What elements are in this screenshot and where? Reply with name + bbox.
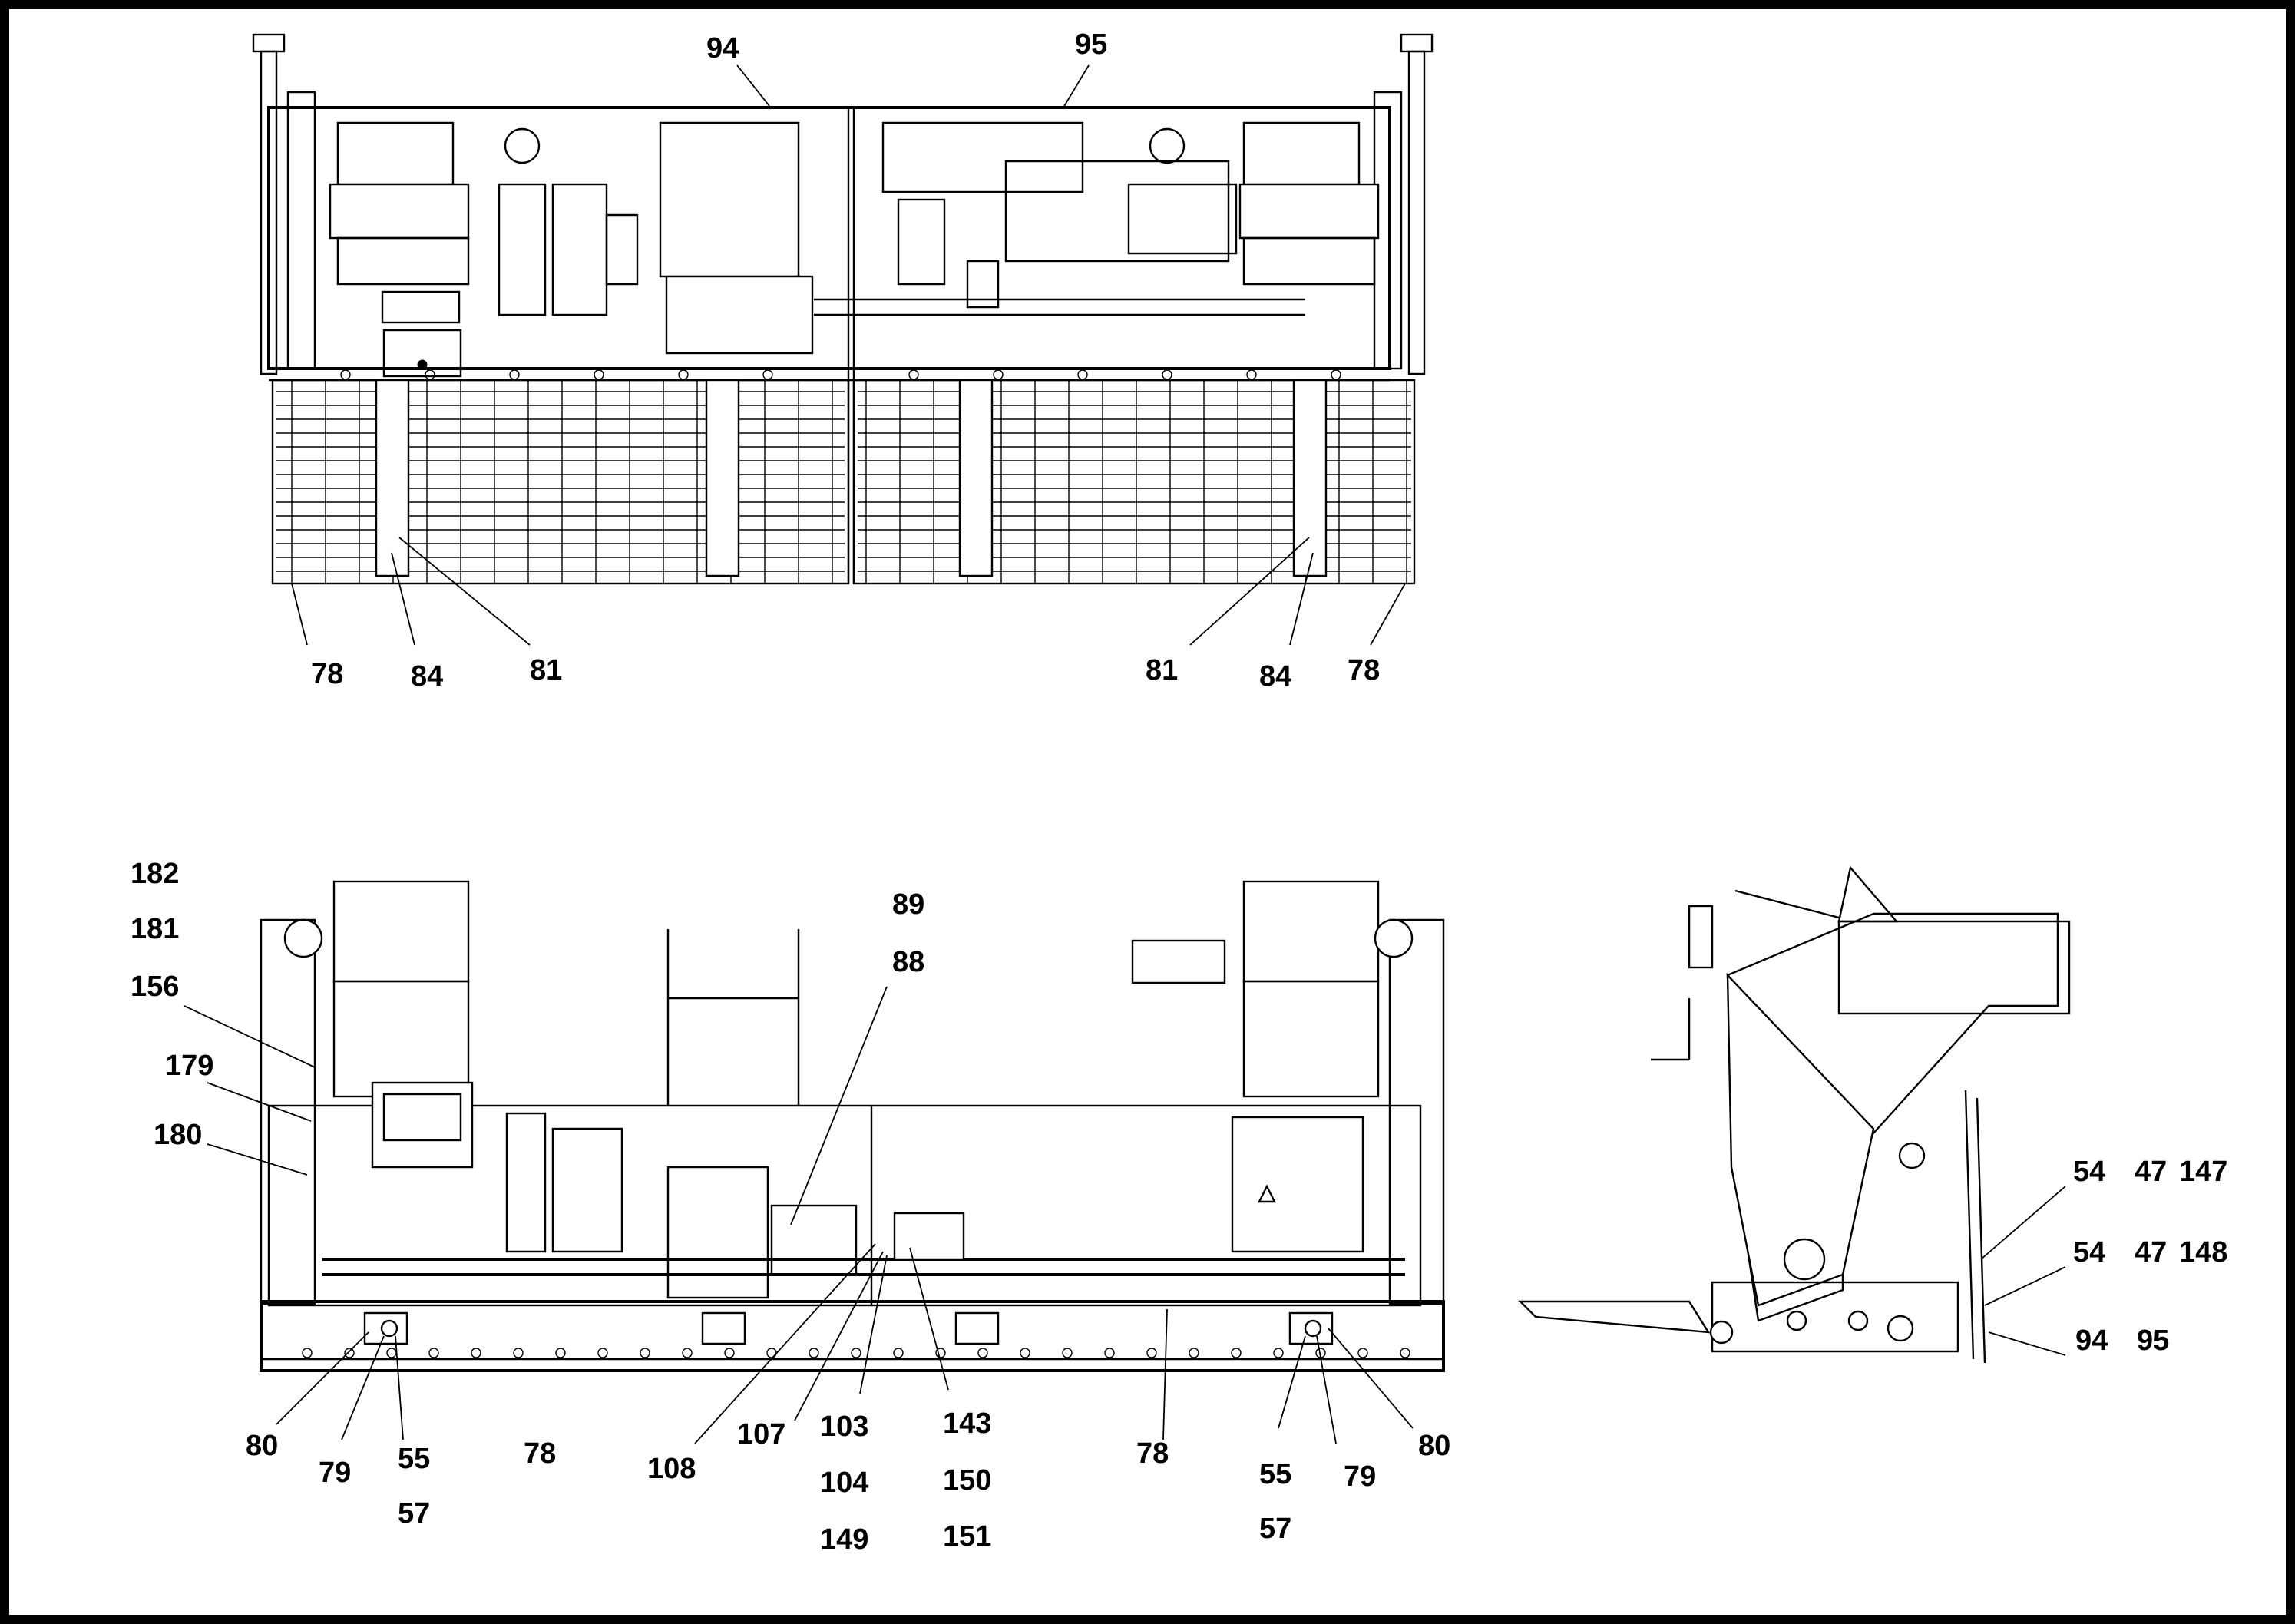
callout-182: 182: [131, 858, 179, 890]
bolt-head: [809, 1348, 819, 1358]
bolt-head: [977, 1348, 988, 1358]
callout-84-top-left: 84: [411, 660, 443, 693]
bolt-head: [513, 1348, 524, 1358]
bolt-head: [893, 1348, 904, 1358]
callout-84-top-right: 84: [1259, 660, 1291, 693]
callout-148: 148: [2179, 1236, 2227, 1268]
callout-94-side: 94: [2075, 1325, 2108, 1357]
bolt-head: [344, 1348, 355, 1358]
bolt-head: [1020, 1348, 1030, 1358]
bolt-head: [1189, 1348, 1199, 1358]
bolt-head: [1273, 1348, 1284, 1358]
callout-80-left: 80: [246, 1430, 278, 1462]
callout-47-b: 47: [2135, 1236, 2167, 1268]
callout-151: 151: [943, 1520, 991, 1553]
bolt-head: [935, 1348, 946, 1358]
front-view: [260, 880, 1445, 1372]
callout-147: 147: [2179, 1156, 2227, 1188]
callout-181: 181: [131, 913, 179, 945]
callout-79-left: 79: [319, 1457, 351, 1489]
bolt-head: [640, 1348, 650, 1358]
bolt-head: [766, 1348, 777, 1358]
bolt-head: [1400, 1348, 1410, 1358]
callout-95-top: 95: [1075, 28, 1107, 61]
callout-47-a: 47: [2135, 1156, 2167, 1188]
callout-55-left: 55: [398, 1443, 430, 1475]
callout-179: 179: [165, 1050, 213, 1082]
callout-89: 89: [892, 888, 924, 921]
callout-143: 143: [943, 1407, 991, 1440]
bolt-head: [851, 1348, 861, 1358]
callout-94-top: 94: [706, 32, 739, 64]
callout-labels: 94 95 78 84 81 81 84 78 182 181 156 179 …: [131, 28, 2227, 1556]
callout-80-right: 80: [1418, 1430, 1450, 1462]
callout-180: 180: [154, 1119, 202, 1151]
bolt-head: [386, 1348, 397, 1358]
callout-81-top-left: 81: [530, 654, 562, 686]
bolt-head: [724, 1348, 735, 1358]
bolt-head: [597, 1348, 608, 1358]
callout-79-right: 79: [1344, 1460, 1376, 1493]
callout-55-right: 55: [1259, 1458, 1291, 1490]
callout-54-b: 54: [2073, 1236, 2105, 1268]
callout-88: 88: [892, 946, 924, 978]
top-view: [252, 33, 1434, 585]
callout-103: 103: [820, 1411, 868, 1443]
bolt-head: [1062, 1348, 1073, 1358]
callout-108: 108: [647, 1453, 696, 1485]
callout-107: 107: [737, 1418, 785, 1450]
front-bolt-row: [302, 1348, 1410, 1358]
bolt-head: [302, 1348, 313, 1358]
bolt-head: [1104, 1348, 1115, 1358]
walkway-grating: [276, 380, 1411, 584]
callout-78-bottom-right: 78: [1136, 1437, 1169, 1470]
callout-81-top-right: 81: [1146, 654, 1178, 686]
callout-149: 149: [820, 1523, 868, 1556]
bolt-head: [1146, 1348, 1157, 1358]
callout-104: 104: [820, 1467, 868, 1499]
side-view: [1518, 865, 2071, 1364]
callout-78-top-right: 78: [1348, 654, 1380, 686]
callout-150: 150: [943, 1464, 991, 1497]
callout-57-left: 57: [398, 1497, 430, 1530]
leader-lines: [184, 64, 2066, 1444]
bolt-head: [471, 1348, 481, 1358]
bolt-head: [1357, 1348, 1368, 1358]
callout-95-side: 95: [2137, 1325, 2169, 1357]
callout-156: 156: [131, 971, 179, 1003]
bolt-head: [428, 1348, 439, 1358]
callout-54-a: 54: [2073, 1156, 2105, 1188]
callout-78-bottom-left: 78: [524, 1437, 556, 1470]
bolt-head: [682, 1348, 693, 1358]
bolt-head: [1231, 1348, 1242, 1358]
bolt-head: [555, 1348, 566, 1358]
callout-78-top-left: 78: [311, 658, 343, 690]
callout-57-right: 57: [1259, 1513, 1291, 1545]
top-bolt-row: [340, 369, 1341, 380]
